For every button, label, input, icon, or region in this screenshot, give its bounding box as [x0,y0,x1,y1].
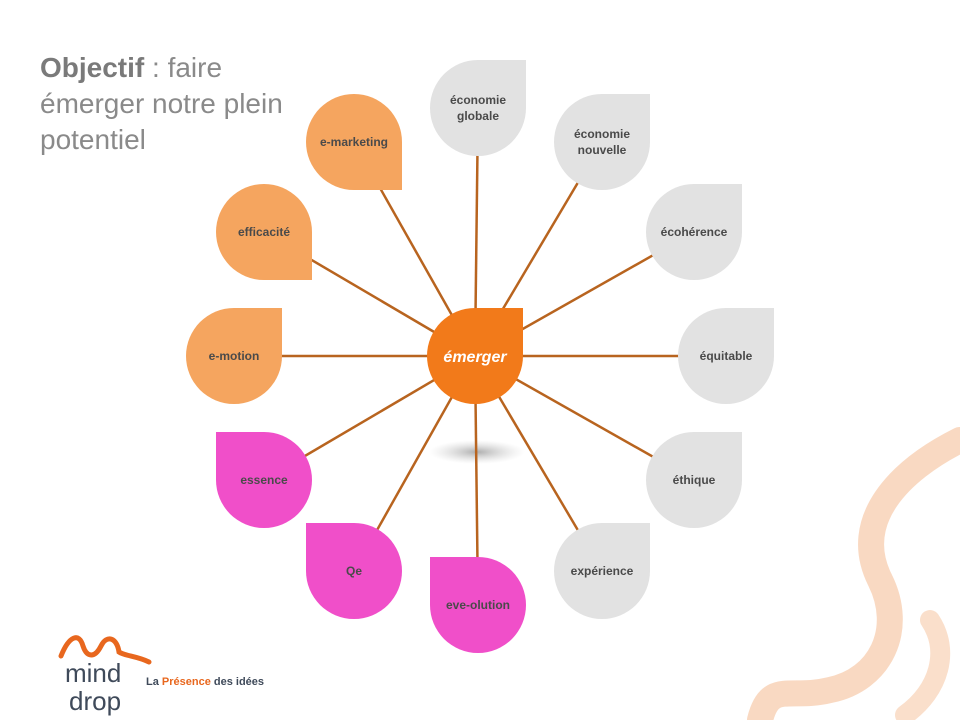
mind-drop-logo: mind drop [58,635,152,716]
node-essence: essence [216,432,312,528]
page-title: Objectif : faire émerger notre plein pot… [40,50,300,158]
node-shape-eve-olution [430,557,526,653]
node-equitable: équitable [678,308,774,404]
node-e-marketing: e-marketing [306,94,402,190]
node-label-economie-nouvelle: nouvelle [578,143,627,157]
tagline-suffix: des idées [210,676,265,688]
decorative-swirl [747,427,960,720]
node-ethique: éthique [646,432,742,528]
node-e-motion: e-motion [186,308,282,404]
node-label-economie-globale: globale [457,109,499,123]
logo-mark-top: mind [65,658,121,688]
node-shape-essence [216,432,312,528]
logo-swoosh [58,635,152,665]
node-shape-efficacite [216,184,312,280]
node-experience: expérience [554,523,650,619]
node-label-economie-globale: économie [450,93,506,107]
node-label-efficacite: efficacité [238,225,290,239]
node-label-essence: essence [240,473,288,487]
node-label-eve-olution: eve-olution [446,598,510,612]
node-label-experience: expérience [571,564,634,578]
node-shape-experience [554,523,650,619]
node-shape-equitable [678,308,774,404]
node-economie-globale: économie globale [430,60,526,156]
node-shape-economie-nouvelle [554,94,650,190]
node-eve-olution: eve-olution [430,557,526,653]
nodes: économie globale économie nouvelle écohérenc… [186,60,774,653]
title-bold: Objectif [40,52,145,83]
node-shape-ethique [646,432,742,528]
node-ecoherence: écohérence [646,184,742,280]
node-shape-ecoherence [646,184,742,280]
node-label-ecoherence: écohérence [661,225,728,239]
center-shape [427,308,523,404]
node-label-economie-nouvelle: économie [574,127,630,141]
node-shape-qe [306,523,402,619]
node-label-equitable: équitable [700,349,753,363]
tagline-prefix: La [146,676,162,688]
center-node: émerger [427,308,523,404]
center-label: émerger [443,349,507,366]
node-shape-e-motion [186,308,282,404]
decorative-swirl-end [895,610,951,720]
logo-tagline: La Présence des idées [146,676,264,688]
node-label-ethique: éthique [673,473,716,487]
node-label-e-motion: e-motion [209,349,260,363]
title-rest: : faire émerger notre plein potentiel [40,52,283,155]
node-qe: Qe [306,523,402,619]
node-label-e-marketing: e-marketing [320,135,388,149]
tagline-accent: Présence [161,676,211,688]
node-economie-nouvelle: économie nouvelle [554,94,650,190]
node-efficacite: efficacité [216,184,312,280]
logo-mark-bottom: drop [69,686,121,716]
node-label-qe: Qe [346,564,362,578]
node-shape-e-marketing [306,94,402,190]
node-shape-economie-globale [430,60,526,156]
